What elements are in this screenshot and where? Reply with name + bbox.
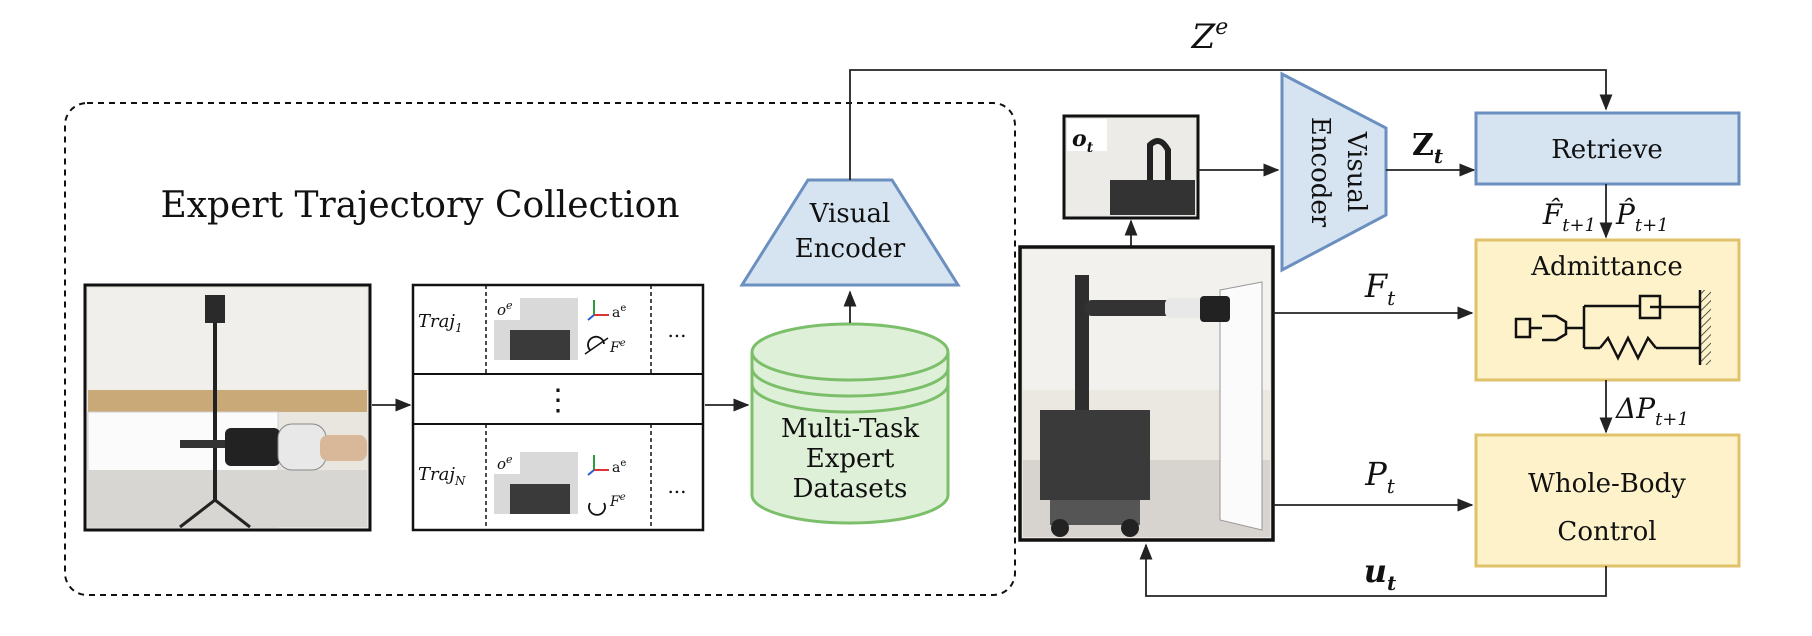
action-axes-icon: [587, 300, 609, 321]
z-expert-label: Ze: [1191, 15, 1229, 57]
encoder-right-line2: Encoder: [1305, 117, 1335, 228]
pose-t-label: Pt: [1364, 455, 1396, 498]
control-label: ut: [1364, 552, 1397, 595]
traj-last-ellipsis: ...: [667, 474, 686, 498]
wbc-line1: Whole-Body: [1528, 469, 1686, 499]
retrieved-force-label: F̂t+1: [1542, 198, 1596, 236]
traj-first-thumbnail: oe: [494, 298, 578, 360]
delta-p-label: ΔPt+1: [1615, 392, 1689, 430]
traj-first-label: Traj1: [418, 311, 463, 335]
arrow-ze-loop: [849, 69, 1613, 180]
wbc-line2: Control: [1557, 517, 1656, 547]
whole-body-control-block: Whole-Body Control: [1474, 433, 1741, 568]
traj-last-thumbnail: oe: [494, 452, 578, 514]
visual-encoder-right: Visual Encoder: [1280, 71, 1388, 273]
traj-first-force: Fe: [609, 338, 626, 356]
datasets-line2: Expert: [806, 444, 895, 474]
traj-first-ellipsis: ...: [667, 318, 686, 342]
force-torque-icon: [584, 335, 609, 355]
admittance-label: Admittance: [1530, 252, 1682, 282]
robot-photo: [1018, 245, 1275, 542]
datasets-line3: Datasets: [793, 474, 908, 504]
retrieve-block: Retrieve: [1474, 111, 1741, 186]
force-torque-icon: [588, 502, 606, 516]
traj-last-force: Fe: [609, 492, 626, 510]
force-t-label: Ft: [1364, 267, 1396, 310]
current-observation-photo: ot: [1062, 114, 1200, 220]
obs-now-label: ot: [1072, 126, 1094, 156]
retrieve-label: Retrieve: [1551, 135, 1663, 165]
svg-text:oe: oe: [497, 453, 513, 473]
encoder-left-line2: Encoder: [795, 234, 906, 264]
rows-vdots: ⋮: [543, 383, 573, 418]
collection-region: [64, 102, 1016, 596]
encoder-left-line1: Visual: [809, 199, 891, 229]
svg-text:oe: oe: [497, 299, 513, 319]
traj-last-label: TrajN: [418, 464, 466, 488]
visual-encoder-left: Visual Encoder: [739, 178, 961, 287]
traj-first-action: ae: [612, 303, 626, 321]
admittance-block: Admittance: [1474, 238, 1741, 382]
arrow-control-feedback: [1139, 543, 1607, 597]
datasets-line1: Multi-Task: [781, 414, 919, 444]
trajectory-table: Traj1 oe ae Fe ... ⋮ TrajN oe: [411, 283, 705, 532]
spring-damper-icon: [1514, 290, 1702, 365]
demonstration-photo: [83, 283, 372, 532]
action-axes-icon: [587, 455, 609, 476]
encoder-right-line1: Visual: [1341, 131, 1371, 213]
z-t-label: Zt: [1412, 128, 1444, 168]
retrieved-pose-label: P̂t+1: [1615, 198, 1669, 236]
traj-last-action: ae: [612, 458, 626, 476]
collection-title: Expert Trajectory Collection: [160, 185, 679, 226]
datasets-cylinder: Multi-Task Expert Datasets: [750, 322, 950, 525]
